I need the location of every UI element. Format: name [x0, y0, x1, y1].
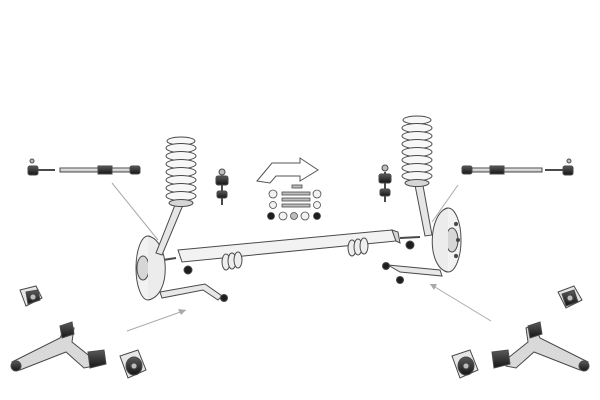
pointer-line-bottom-left: [126, 309, 187, 332]
rack-boot-right: [347, 237, 369, 257]
pointer-lines: [111, 182, 492, 332]
center-lower-arm-right: [382, 240, 443, 284]
steering-rack: [149, 229, 421, 271]
bushing-upper-right: [557, 285, 583, 309]
brake-disc-right: [431, 207, 462, 273]
rack-boot-left: [221, 251, 243, 271]
kit-washers: [268, 189, 322, 209]
center-lower-arm-left: [159, 265, 228, 302]
kit-nuts: [267, 211, 321, 221]
coil-spring-right: [401, 115, 433, 187]
pointer-line-bottom-right: [429, 283, 492, 322]
kit-bolts: [281, 184, 311, 208]
pointer-line-top-left: [111, 182, 159, 241]
pointer-arrowhead-bottom-right: [430, 284, 437, 290]
return-arrow-icon: [256, 157, 319, 184]
bushing-lower-right: [451, 349, 479, 379]
pointer-line-top-right: [431, 184, 459, 223]
strut-right: [413, 179, 433, 237]
mounting-kit: [267, 184, 322, 221]
center-assembly: [135, 115, 462, 302]
control-arm-left: [10, 321, 107, 372]
bushing-upper-left: [19, 285, 43, 307]
coil-spring-left: [165, 136, 197, 207]
tie-rod-right: [461, 158, 574, 176]
tie-rod-left: [27, 158, 141, 176]
pointer-arrowhead-bottom-left: [178, 309, 186, 315]
bushing-lower-left: [119, 349, 147, 379]
control-arm-right: [491, 321, 590, 372]
drop-link-right: [378, 164, 392, 202]
drop-link-left: [215, 168, 229, 205]
strut-left: [155, 204, 184, 256]
